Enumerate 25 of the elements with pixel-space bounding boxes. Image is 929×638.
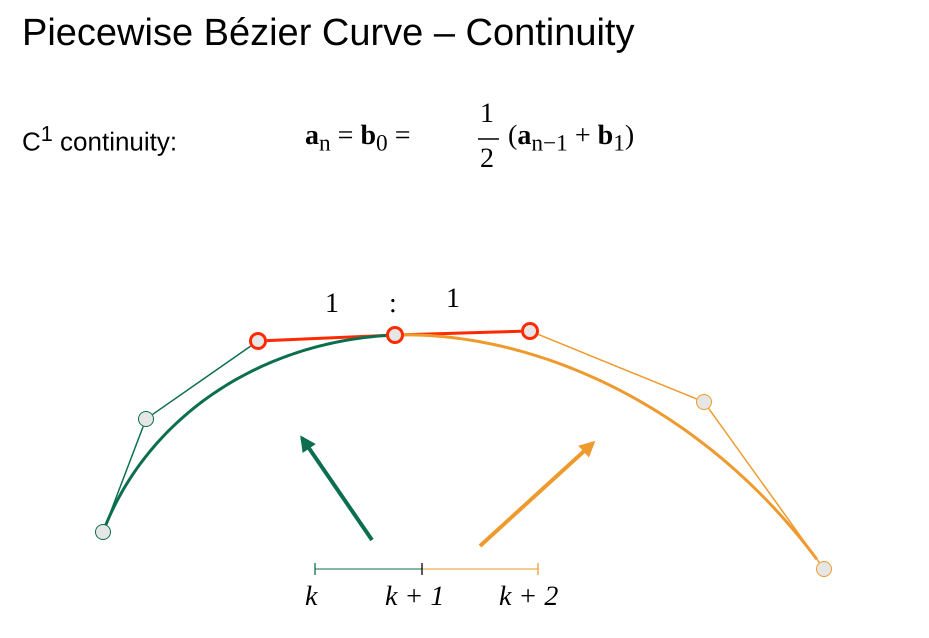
heading-text: C$^{1}$ continuity: xyxy=(22,123,178,155)
control-polygon-line xyxy=(708,408,820,563)
fraction-numerator: 1 xyxy=(480,100,494,128)
axis-tick-label: k + 2 xyxy=(499,583,558,611)
control-polygon-line xyxy=(538,334,697,400)
control-polygon-line xyxy=(404,330,522,336)
axis-tick-label: k xyxy=(305,583,318,611)
control-point xyxy=(138,411,154,427)
title: Piecewise Bézier Curve – Continuity xyxy=(22,14,634,52)
ratio-label: 1 xyxy=(325,290,339,318)
ratio-label: : xyxy=(389,290,397,318)
control-point xyxy=(521,322,539,340)
control-point xyxy=(95,524,111,540)
control-point xyxy=(816,561,832,577)
control-point xyxy=(386,326,404,344)
bezier-curve xyxy=(104,334,387,526)
equation-text: a$_{n}$ = b$_{0}$ = xyxy=(305,122,411,156)
axis-tick-label: k + 1 xyxy=(385,583,444,611)
control-polygon-line xyxy=(152,346,252,416)
ratio-label: 1 xyxy=(446,285,460,313)
fraction-denominator: 2 xyxy=(480,145,494,173)
control-point xyxy=(249,332,267,350)
control-point xyxy=(696,394,712,410)
bezier-curve xyxy=(403,333,818,560)
equation-text: (a$_{n−1}$ + b$_{1}$) xyxy=(508,122,634,156)
